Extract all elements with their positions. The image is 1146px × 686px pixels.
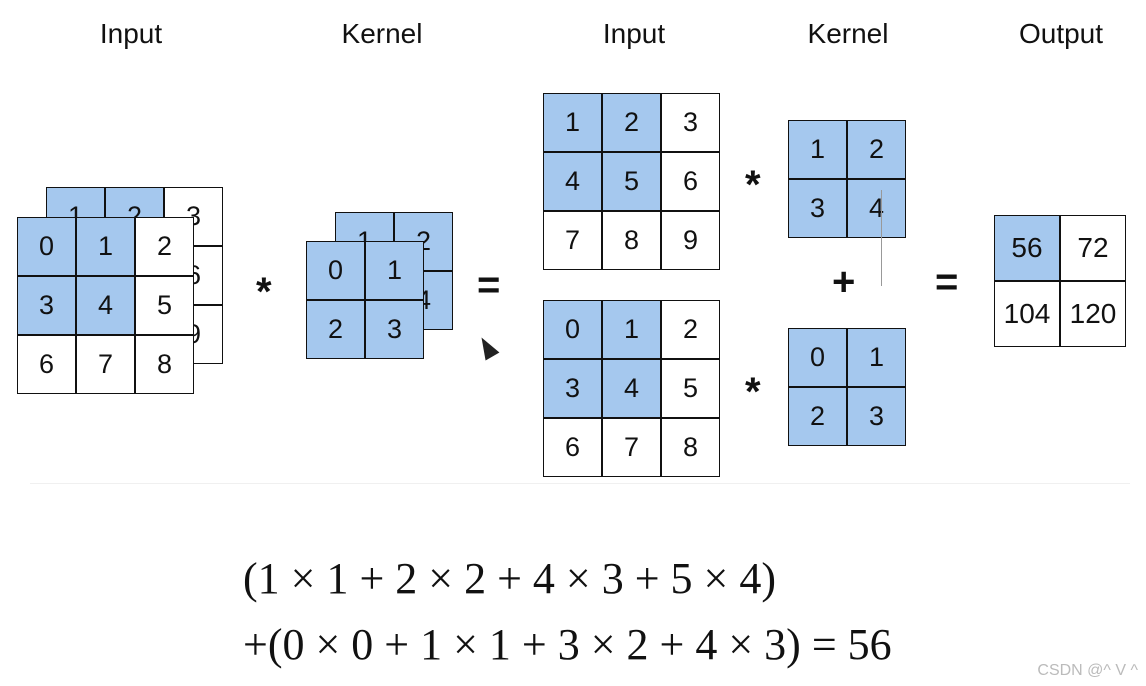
kernel-channel-front: 0 1 2 3	[306, 241, 424, 359]
cell: 72	[1061, 216, 1125, 280]
mouse-cursor-icon	[474, 333, 500, 361]
cell: 3	[848, 388, 905, 445]
cell: 4	[77, 277, 134, 334]
cell: 6	[662, 153, 719, 210]
cell: 2	[848, 121, 905, 178]
cell: 1	[848, 329, 905, 386]
cell: 7	[77, 336, 134, 393]
cell: 6	[18, 336, 75, 393]
kernel-channel-0: 0 1 2 3	[788, 328, 906, 446]
header-kernel-left: Kernel	[341, 18, 423, 49]
input-channel-front: 0 1 2 3 4 5 6 7 8	[17, 217, 194, 394]
cell: 120	[1061, 282, 1125, 346]
equals-operator-right: =	[935, 260, 959, 304]
divider-line	[881, 190, 882, 286]
cell: 4	[848, 180, 905, 237]
cell: 3	[789, 180, 846, 237]
cell: 2	[307, 301, 364, 358]
convolution-operator-top: *	[745, 163, 761, 207]
cell: 1	[366, 242, 423, 299]
convolution-operator: *	[256, 270, 272, 314]
formula-line-2: +(0 × 0 + 1 × 1 + 3 × 2 + 4 × 3) = 56	[243, 620, 892, 669]
cell: 2	[136, 218, 193, 275]
input-channel-0: 0 1 2 3 4 5 6 7 8	[543, 300, 720, 477]
cell: 1	[544, 94, 601, 151]
output-grid: 56 72 104 120	[994, 215, 1126, 347]
kernel-channel-1: 1 2 3 4	[788, 120, 906, 238]
cell: 3	[18, 277, 75, 334]
cell: 104	[995, 282, 1059, 346]
watermark: CSDN @^ V ^	[1037, 662, 1138, 679]
cell: 5	[136, 277, 193, 334]
header-input-left: Input	[99, 18, 163, 49]
header-output: Output	[1018, 18, 1104, 49]
cell: 3	[662, 94, 719, 151]
cell: 0	[307, 242, 364, 299]
cell: 7	[544, 212, 601, 269]
cell: 1	[603, 301, 660, 358]
cell: 3	[544, 360, 601, 417]
cell: 1	[789, 121, 846, 178]
cell: 9	[662, 212, 719, 269]
plus-operator: +	[832, 260, 856, 304]
divider	[30, 483, 1130, 484]
convolution-operator-bottom: *	[745, 370, 761, 414]
cell: 7	[603, 419, 660, 476]
cell: 4	[603, 360, 660, 417]
cell: 2	[789, 388, 846, 445]
input-channel-1: 1 2 3 4 5 6 7 8 9	[543, 93, 720, 270]
cell: 8	[136, 336, 193, 393]
cell: 0	[789, 329, 846, 386]
cell: 0	[544, 301, 601, 358]
cell: 8	[603, 212, 660, 269]
cell: 5	[603, 153, 660, 210]
formula-line-1: (1 × 1 + 2 × 2 + 4 × 3 + 5 × 4)	[243, 554, 777, 603]
cell: 2	[603, 94, 660, 151]
cell: 0	[18, 218, 75, 275]
cell: 2	[662, 301, 719, 358]
cell: 1	[77, 218, 134, 275]
cell: 8	[662, 419, 719, 476]
cell: 56	[995, 216, 1059, 280]
equals-operator-left: =	[477, 263, 501, 307]
cell: 6	[544, 419, 601, 476]
cell: 4	[544, 153, 601, 210]
cell: 5	[662, 360, 719, 417]
cell: 3	[366, 301, 423, 358]
header-kernel-right: Kernel	[807, 18, 889, 49]
header-input-right: Input	[602, 18, 666, 49]
